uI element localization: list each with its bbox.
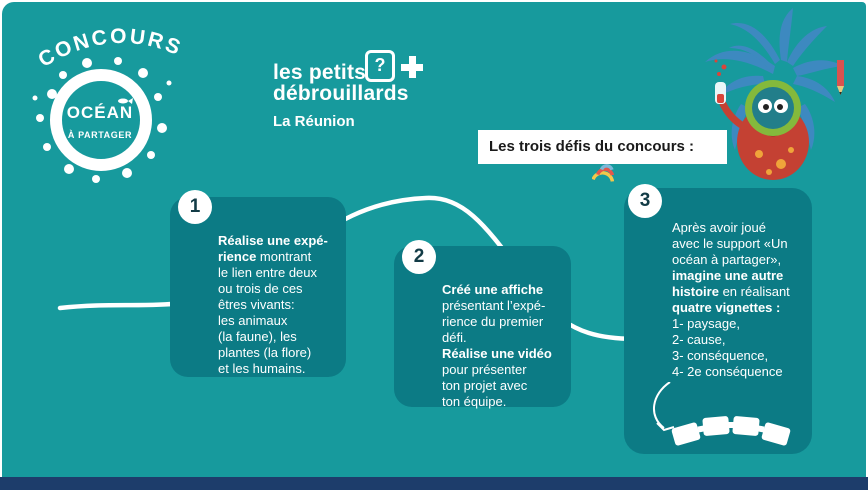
step-2-body-2: pour présenter ton projet avec ton équip… xyxy=(442,362,528,409)
octopus-mascot-illustration xyxy=(705,8,844,180)
footer-bar xyxy=(0,477,868,490)
step-2-bold-2: Réalise une vidéo xyxy=(442,346,552,361)
ocean-logo-line2: À PARTAGER xyxy=(68,130,132,140)
diving-mask-icon xyxy=(745,80,801,136)
step-number-badge: 2 xyxy=(402,240,436,274)
step-card-3: 3 Après avoir joué avec le support «Un o… xyxy=(624,184,812,454)
question-mark-icon: ? xyxy=(365,50,395,82)
step-card-1: 1 Réalise une expé- rience montrant le l… xyxy=(170,190,346,377)
vignettes-arc-graphic xyxy=(653,382,791,446)
step-2-bold-1: Créé une affiche xyxy=(442,282,544,297)
step-3-body-0: Après avoir joué avec le support «Un océ… xyxy=(672,220,788,267)
pencil-icon xyxy=(837,60,844,95)
lpd-region-label: La Réunion xyxy=(273,113,355,130)
ocean-logo-line1: OCÉAN xyxy=(67,103,133,122)
lpd-logo-line1: les petits xyxy=(273,61,367,84)
lpd-logo-line2: débrouillards xyxy=(273,82,409,105)
step-1-bold: Réalise une expé- rience xyxy=(218,233,328,264)
step-2-body-1: présentant l’expé- rience du premier déf… xyxy=(442,298,546,345)
splash-ring-icon xyxy=(32,57,172,183)
vignette-frames xyxy=(671,416,791,446)
ocean-a-partager-logo: OCÉAN À PARTAGER xyxy=(32,57,172,183)
step-3-bold-1: imagine une autre histoire xyxy=(672,268,784,299)
concours-arc-text: CONCOURS xyxy=(34,25,183,72)
step-number-badge: 3 xyxy=(628,184,662,218)
step-number-badge: 1 xyxy=(178,190,212,224)
step-card-2: 2 Créé une affiche présentant l’expé- ri… xyxy=(394,240,571,410)
challenges-header-title: Les trois défis du concours : xyxy=(489,138,695,155)
lpd-logo: les petits débrouillards ? La Réunion xyxy=(273,50,423,130)
curved-arrow-icon xyxy=(653,382,675,432)
challenges-header: Les trois défis du concours : xyxy=(478,130,727,164)
step-2-text: Créé une affiche présentant l’expé- rien… xyxy=(442,266,561,410)
flask-icon xyxy=(714,59,727,104)
step-3-text: Après avoir joué avec le support «Un océ… xyxy=(672,204,804,380)
question-glyph: ? xyxy=(374,55,386,75)
step-1-text: Réalise une expé- rience montrant le lie… xyxy=(218,217,336,377)
rainbow-doodle-icon xyxy=(592,164,615,182)
plus-icon xyxy=(401,56,423,78)
step-1-body: montrant le lien entre deux ou trois de … xyxy=(218,249,318,376)
step-3-body-2: 1- paysage, 2- cause, 3- conséquence, 4-… xyxy=(672,316,783,379)
step-3-body-1: en réalisant xyxy=(722,284,790,299)
step-3-bold-2: quatre vignettes : xyxy=(672,300,781,315)
